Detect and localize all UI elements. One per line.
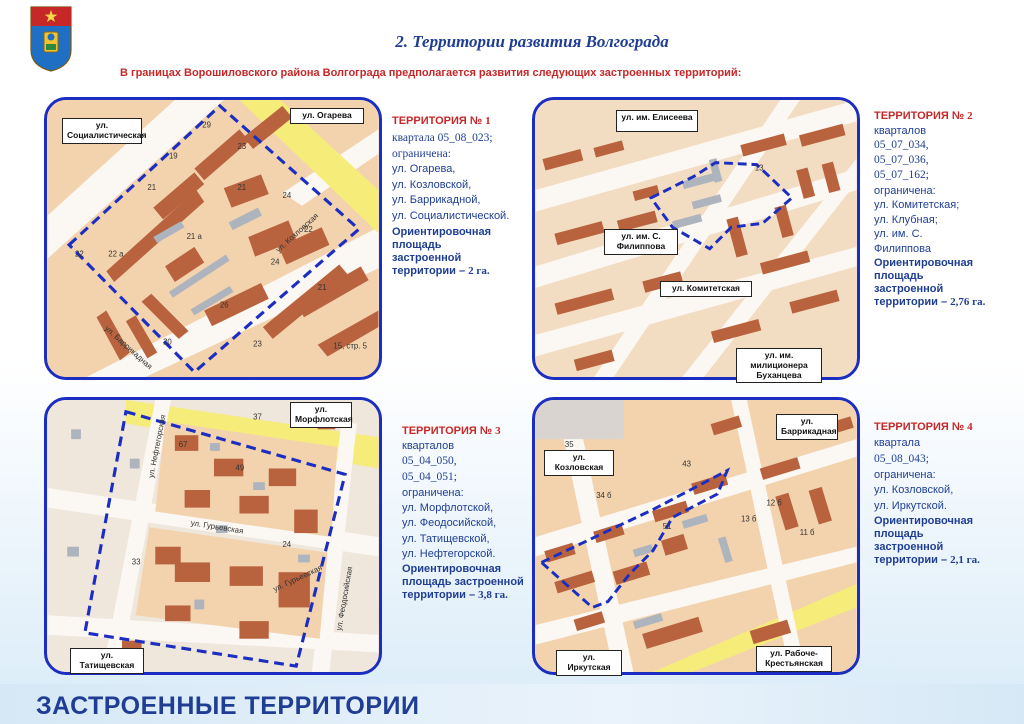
callout-street: ул. Баррикадная <box>776 414 838 440</box>
map-1-canvas: 29 19 23 21 21 21 а 24 22 22 а 26 22 23 … <box>47 100 379 377</box>
footer-title: ЗАСТРОЕННЫЕ ТЕРРИТОРИИ <box>36 692 420 720</box>
territory-detail: ул. Огарева, <box>392 163 456 176</box>
map-3-label: 33 <box>132 557 141 566</box>
territory-detail: ул. Козловской, <box>392 178 472 191</box>
map-1-label: 21 а <box>187 232 203 241</box>
territory-area: Ориентировочная площадь застроенной терр… <box>392 225 492 277</box>
territory-detail: ул. Баррикадной, <box>392 194 481 207</box>
territory-detail: квартала 05_08_023; <box>392 131 493 144</box>
territory-detail: 05_07_036, <box>874 154 929 167</box>
map-territory-4[interactable]: 35 34 б 43 51 12 б 11 б 13 б <box>532 397 860 675</box>
territory-heading: ТЕРРИТОРИЯ № 4 <box>874 421 973 433</box>
map-4-label: 34 б <box>596 491 612 500</box>
map-4-label: 35 <box>565 440 574 449</box>
map-1-label: 21 <box>147 183 156 192</box>
map-3-label: 49 <box>236 463 245 472</box>
map-4-label: 51 <box>663 522 672 531</box>
map-4-label: 11 б <box>800 528 815 537</box>
territory-detail: кварталов <box>874 124 927 137</box>
territory-detail: ул. Иркутской. <box>874 499 947 512</box>
map-1-label: 19 <box>169 152 178 161</box>
callout-street: ул. Социалистическая <box>62 118 146 144</box>
map-4-label: 12 б <box>766 499 782 508</box>
map-territory-2[interactable]: 13 <box>532 97 860 380</box>
callout-street: ул. им. Елисеева <box>616 110 698 132</box>
map-1-label: 20 <box>163 338 172 347</box>
territory-area: Ориентировочная площадь застроенной терр… <box>402 562 524 601</box>
callout-street: ул. им. милиционера Буханцева <box>736 348 822 384</box>
city-emblem-icon <box>30 6 72 72</box>
map-3-label: 67 <box>179 440 188 449</box>
map-1-label: 29 <box>202 120 211 129</box>
map-4-label: 43 <box>682 460 691 469</box>
map-1-label: 21 <box>237 183 246 192</box>
map-2-canvas: 13 <box>535 100 857 377</box>
territory-detail: 05_08_043; <box>874 453 929 466</box>
territory-detail: ограничена: <box>874 184 936 197</box>
territory-detail: ограничена: <box>402 487 464 500</box>
map-1-label: 21 <box>318 283 327 292</box>
map-4-label: 13 б <box>741 514 757 523</box>
territory-detail: ограничена: <box>874 468 936 481</box>
footer-band <box>0 684 1024 724</box>
map-1-label: 24 <box>271 257 280 266</box>
map-1-label: 15, стр. 5 <box>333 342 367 351</box>
callout-street: ул. Рабоче-Крестьянская <box>756 646 832 672</box>
territory-detail: ул. Морфлотской, <box>402 502 494 515</box>
territory-detail: Филиппова <box>874 242 931 255</box>
territory-detail: ул. Нефтегорской. <box>402 547 496 560</box>
territory-detail: 05_04_050, <box>402 455 457 468</box>
map-1-label: 24 <box>282 191 291 200</box>
map-2-label: 13 <box>755 163 764 172</box>
map-3-canvas: ул. Нефтегорская ул. Гурьевская ул. Гурь… <box>47 400 379 672</box>
territory-heading: ТЕРРИТОРИЯ № 2 <box>874 110 973 122</box>
page-title: 2. Территории развития Волгограда <box>395 32 669 51</box>
territory-heading: ТЕРРИТОРИЯ № 1 <box>392 115 491 127</box>
territory-area: Ориентировочная площадь застроенной терр… <box>874 257 986 309</box>
map-territory-1[interactable]: 29 19 23 21 21 21 а 24 22 22 а 26 22 23 … <box>44 97 382 380</box>
territory-detail: ул. Козловской, <box>874 484 954 497</box>
callout-street: ул. Огарева <box>290 108 364 124</box>
territory-1-info: ТЕРРИТОРИЯ № 1 квартала 05_08_023; огран… <box>392 114 524 278</box>
map-1-label: 23 <box>253 340 262 349</box>
map-1-label: 26 <box>220 301 229 310</box>
callout-street: ул. Козловская <box>544 450 614 476</box>
territory-detail: кварталов <box>402 440 455 453</box>
territory-2-info: ТЕРРИТОРИЯ № 2 кварталов 05_07_034, 05_0… <box>874 109 994 309</box>
page-subtitle: В границах Ворошиловского района Волгогр… <box>120 67 742 79</box>
territory-detail: ул. Комитетская; <box>874 199 960 212</box>
territory-detail: 05_04_051; <box>402 471 457 484</box>
callout-street: ул. им. С. Филиппова <box>604 229 678 255</box>
territory-4-info: ТЕРРИТОРИЯ № 4 квартала 05_08_043; огран… <box>874 420 994 567</box>
territory-detail: ул. Клубная; <box>874 213 938 226</box>
callout-street: ул. Татищевская <box>70 648 144 674</box>
territory-detail: ул. Феодосийской, <box>402 517 497 530</box>
callout-street: ул. Иркутская <box>556 650 622 676</box>
map-3-label: 24 <box>282 540 291 549</box>
map-1-label: 22 <box>304 225 313 234</box>
map-1-label: 22 <box>75 250 84 259</box>
callout-street: ул. Морфлотская <box>290 402 353 428</box>
territory-detail: ул. Социалистической. <box>392 210 510 223</box>
territory-detail: ул. Татищевской, <box>402 532 490 545</box>
territory-heading: ТЕРРИТОРИЯ № 3 <box>402 425 501 437</box>
territory-detail: 05_07_034, <box>874 139 929 152</box>
territory-3-info: ТЕРРИТОРИЯ № 3 кварталов 05_04_050, 05_0… <box>402 424 532 602</box>
territory-detail: квартала <box>874 436 921 449</box>
territory-detail: 05_07_162; <box>874 169 929 182</box>
territory-detail: ул. им. С. <box>874 228 923 241</box>
map-3-label: 37 <box>253 413 262 422</box>
territory-detail: ограничена: <box>392 147 451 160</box>
map-1-label: 23 <box>237 142 246 151</box>
map-territory-3[interactable]: ул. Нефтегорская ул. Гурьевская ул. Гурь… <box>44 397 382 675</box>
map-1-label: 22 а <box>108 250 124 259</box>
territory-area: Ориентировочная площадь застроенной терр… <box>874 515 980 567</box>
callout-street: ул. Комитетская <box>660 281 752 297</box>
map-4-canvas: 35 34 б 43 51 12 б 11 б 13 б <box>535 400 857 672</box>
